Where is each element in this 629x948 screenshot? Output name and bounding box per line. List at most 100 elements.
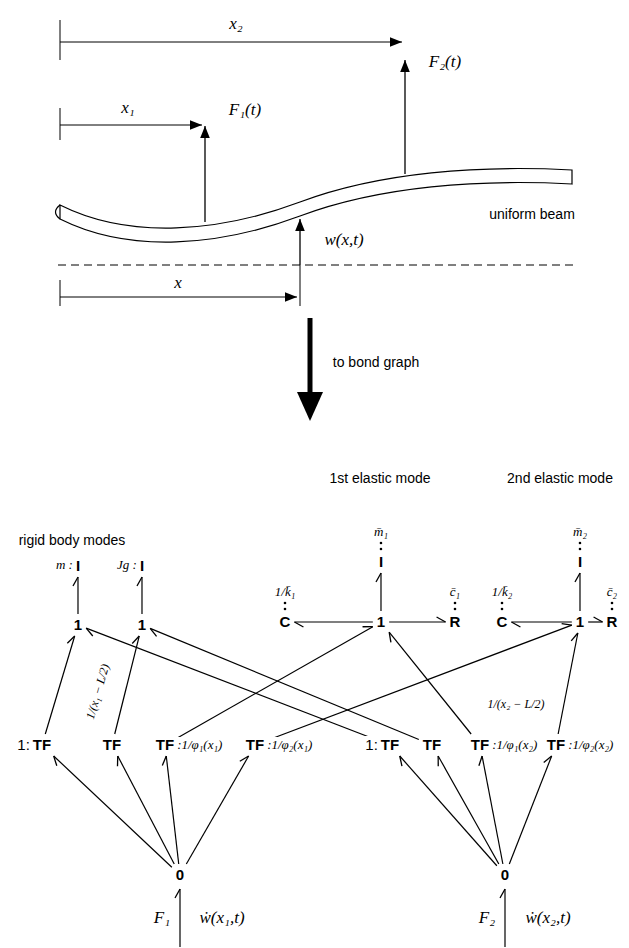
input-bond [179, 889, 180, 947]
element-symbol: I [578, 553, 582, 570]
deflection-arrow [299, 219, 300, 265]
math-label: ẇ(x₂,t) [524, 908, 571, 928]
text-label: uniform beam [488, 206, 576, 222]
bond-graph-element: 1 [71, 615, 85, 635]
power-bond [118, 756, 174, 864]
element-parameter: :1/φ₁(x₂) [492, 737, 537, 753]
bond-graph-element: m :I [73, 556, 83, 576]
text-label: 1st elastic mode [328, 470, 431, 486]
power-bond [86, 628, 377, 740]
power-bond [54, 756, 172, 867]
element-parameter: Jg : [117, 557, 137, 573]
element-symbol: TF [156, 736, 174, 753]
element-symbol: TF [33, 736, 51, 753]
force-arrow [404, 60, 405, 174]
math-label: 1/(x₁ − L/2) [83, 662, 113, 722]
power-bond [150, 628, 419, 739]
element-parameter: m̄₂ [573, 524, 587, 540]
colon-dot [501, 602, 504, 605]
power-bond [509, 756, 551, 864]
power-bond [178, 627, 373, 738]
element-symbol: R [607, 613, 618, 630]
bond-graph-element: c̄₂R [604, 612, 621, 632]
colon-dot [501, 608, 504, 611]
colon-dot [284, 602, 287, 605]
element-symbol: 1 [377, 613, 385, 630]
power-bond [438, 756, 499, 864]
math-label: F₂(t) [428, 52, 462, 72]
power-bond [558, 633, 578, 734]
colon-dot [454, 608, 457, 611]
power-bond [141, 577, 142, 614]
element-parameter: c̄₁ [450, 584, 460, 600]
bond-graph-element: c̄₁R [447, 612, 464, 632]
element-symbol: R [450, 613, 461, 630]
text-label: rigid body modes [18, 532, 127, 548]
bond-graph-element: Jg :I [137, 556, 147, 576]
bond-graph-element: TF:1/φ₂(x₁) [243, 735, 267, 755]
dimension-tick [300, 265, 301, 306]
transform-arrowhead [297, 392, 323, 421]
dimension-tick [60, 20, 61, 60]
dimension-tick [60, 108, 61, 140]
element-symbol: 1 [138, 616, 146, 633]
math-label: F₂ [478, 908, 496, 928]
element-parameter: :1/φ₂(x₁) [267, 737, 312, 753]
math-label: x₁ [120, 98, 135, 118]
colon-dot [611, 602, 614, 605]
colon-dot [284, 608, 287, 611]
power-bond [579, 573, 580, 611]
power-bond [588, 621, 602, 622]
text-label: 2nd elastic mode [506, 470, 614, 486]
dimension-line [60, 125, 202, 126]
power-bond [166, 756, 178, 864]
colon-dot [579, 548, 582, 551]
power-bond [115, 636, 140, 734]
force-arrow [204, 126, 205, 222]
input-bond [504, 889, 505, 947]
colon-dot [454, 602, 457, 605]
colon-dot [380, 542, 383, 545]
transform-arrow [308, 318, 313, 395]
element-symbol: 0 [176, 866, 184, 883]
element-parameter: m : [56, 557, 73, 573]
math-label: x₂ [228, 14, 243, 34]
power-bond [400, 756, 497, 866]
bond-graph-element: 1 [135, 615, 149, 635]
power-bond [511, 621, 571, 622]
element-symbol: 1 [74, 616, 82, 633]
power-bond [389, 632, 471, 734]
element-symbol: 0 [501, 866, 509, 883]
power-bond [380, 573, 381, 611]
power-bond [45, 636, 74, 734]
bond-graph-element: 0 [498, 865, 512, 885]
dimension-line [60, 297, 297, 298]
bond-graph-element: m̄₁I [376, 552, 386, 572]
element-symbol: TF [381, 736, 399, 753]
bond-graph-element: TF:1/φ₁(x₂) [468, 735, 492, 755]
element-symbol: C [497, 613, 508, 630]
math-label: ẇ(x₁,t) [198, 908, 245, 928]
element-parameter: :1/φ₂(x₂) [568, 737, 613, 753]
element-symbol: I [140, 557, 144, 574]
element-symbol: TF [103, 736, 121, 753]
element-parameter: :1/φ₁(x₁) [177, 737, 222, 753]
power-bond [294, 621, 372, 622]
bond-graph-element: TF:1/φ₁(x₁) [153, 735, 177, 755]
bond-graph-element: 1 [374, 612, 388, 632]
colon-dot [611, 608, 614, 611]
math-label: 1/(x₂ − L/2) [487, 698, 546, 712]
power-bond [389, 621, 445, 622]
colon-dot [579, 542, 582, 545]
element-symbol: TF [246, 736, 264, 753]
math-label: F₁ [153, 908, 171, 928]
element-parameter: 1/k̄₂ [492, 584, 512, 600]
element-symbol: I [76, 557, 80, 574]
element-symbol: 1 [576, 613, 584, 630]
element-parameter: m̄₁ [374, 524, 388, 540]
power-bond [77, 577, 78, 614]
element-parameter: c̄₂ [607, 584, 617, 600]
element-parameter: 1/k̄₁ [275, 584, 295, 600]
beam-end [56, 205, 61, 219]
element-parameter: 1: [365, 736, 378, 754]
